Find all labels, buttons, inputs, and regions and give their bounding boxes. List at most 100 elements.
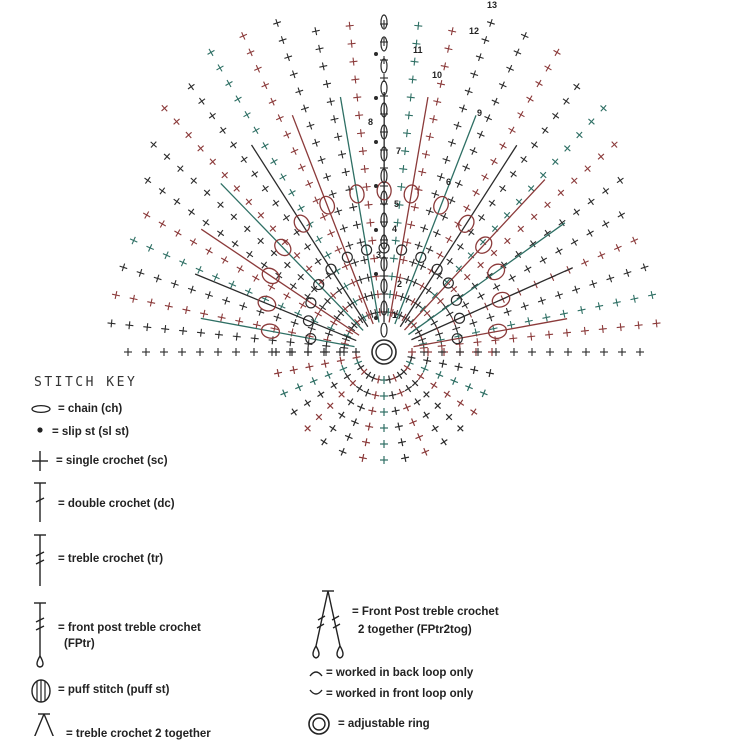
round-number-3: 3 (376, 250, 381, 260)
stitch-mark (528, 96, 532, 103)
fptr2tog-icon (308, 588, 348, 662)
stitch-mark (447, 258, 452, 264)
stitch-mark (492, 158, 496, 165)
stitch-mark (159, 222, 166, 226)
stitch-mark (390, 290, 391, 298)
round-number-4: 4 (392, 224, 397, 234)
stitch-mark (199, 98, 204, 104)
stitch-mark (206, 249, 213, 253)
stitch-mark (617, 178, 623, 183)
stitch-mark (653, 323, 661, 324)
key-label-puff-stitch: = puff stitch (puff st) (58, 682, 169, 698)
stitch-mark (401, 183, 402, 191)
round-number-12: 12 (469, 26, 479, 36)
stitch-mark (372, 407, 374, 415)
treble-crochet-icon (30, 532, 50, 588)
stitch-mark (365, 438, 367, 446)
stitch-mark (209, 49, 213, 56)
stitch-mark (602, 222, 609, 226)
stitch-mark (431, 383, 438, 387)
slip-stitch-icon (34, 424, 46, 436)
stitch-mark (269, 340, 277, 341)
stitch-mark (357, 365, 364, 369)
stitch-mark (564, 98, 569, 104)
key-label-double-crochet: = double crochet (dc) (58, 496, 175, 512)
chain-mark (381, 323, 387, 337)
stitch-mark (408, 111, 409, 119)
stitch-mark (553, 113, 558, 119)
stitch-mark (355, 76, 356, 84)
stitch-mark (316, 258, 321, 264)
key-label-front-loop: = worked in front loop only (326, 686, 473, 702)
stitch-mark (210, 113, 215, 119)
stitch-mark (348, 302, 353, 308)
stitch-mark (268, 285, 275, 289)
stitch-mark (555, 249, 562, 253)
stitch-mark (284, 294, 291, 298)
stitch-mark (254, 127, 258, 134)
stitch-mark (474, 189, 478, 196)
stitch-mark (403, 165, 404, 173)
stitch-mark (635, 325, 643, 326)
round-number-5: 5 (394, 199, 399, 209)
stitch-mark (361, 129, 362, 137)
stitch-mark (587, 231, 594, 235)
stitch-mark (368, 201, 369, 209)
stitch-mark (415, 330, 422, 334)
stitch-mark (378, 290, 379, 298)
stitch-mark (351, 40, 352, 48)
slip-stitch-mark (374, 228, 378, 232)
stitch-mark (540, 258, 547, 262)
round-number-8: 8 (368, 117, 373, 127)
stitch-mark (108, 323, 116, 324)
adjustable-ring-center (372, 340, 396, 364)
stitch-mark (574, 83, 579, 89)
stitch-mark (252, 171, 257, 177)
stitch-mark (375, 391, 377, 399)
stitch-mark (416, 302, 421, 308)
stitch-mark (305, 244, 310, 250)
stitch-mark (366, 183, 367, 191)
stitch-mark (344, 374, 351, 378)
stitch-mark (424, 412, 428, 419)
stitch-mark (470, 410, 477, 414)
stitch-mark (299, 303, 306, 307)
stitch-mark (245, 111, 249, 118)
stitch-mark (420, 283, 424, 290)
key-label-slip-stitch: = slip st (sl st) (52, 424, 129, 440)
stitch-mark (442, 438, 446, 445)
stitch-mark (401, 438, 403, 446)
stitch-mark (290, 189, 294, 196)
stitch-mark (353, 58, 354, 66)
key-label-back-loop: = worked in back loop only (326, 665, 473, 681)
stitch-mark (378, 376, 380, 384)
stitch-mark (545, 334, 553, 335)
stitch-mark (509, 338, 517, 339)
stitch-mark (215, 334, 223, 335)
stitch-mark (483, 174, 487, 181)
stitch-mark (491, 340, 499, 341)
round-number-2: 2 (397, 279, 402, 289)
stitch-mark (395, 237, 396, 245)
key-label-fptr2tog-abbrev: 2 together (FPtr2tog) (358, 622, 472, 638)
stitch-mark (353, 357, 361, 359)
fptr-icon (30, 600, 54, 670)
stitch-mark (447, 236, 451, 243)
stitch-mark (231, 142, 236, 148)
key-label-fptr-abbrev: (FPtr) (64, 636, 95, 652)
stitch-mark (406, 385, 410, 392)
round-number-11: 11 (413, 45, 423, 55)
stitch-mark (599, 329, 607, 330)
stitch-mark (274, 372, 282, 374)
stitch-mark (581, 330, 589, 331)
stitch-mark (242, 156, 247, 162)
stitch-mark (404, 365, 411, 369)
stitch-mark (501, 142, 505, 149)
stitch-mark (337, 360, 345, 362)
stitch-mark (299, 205, 303, 212)
stitch-mark (290, 284, 296, 289)
stitch-mark (263, 185, 268, 191)
stitch-mark (362, 147, 363, 155)
stitch-mark (203, 220, 209, 225)
stitch-mark (317, 392, 324, 396)
